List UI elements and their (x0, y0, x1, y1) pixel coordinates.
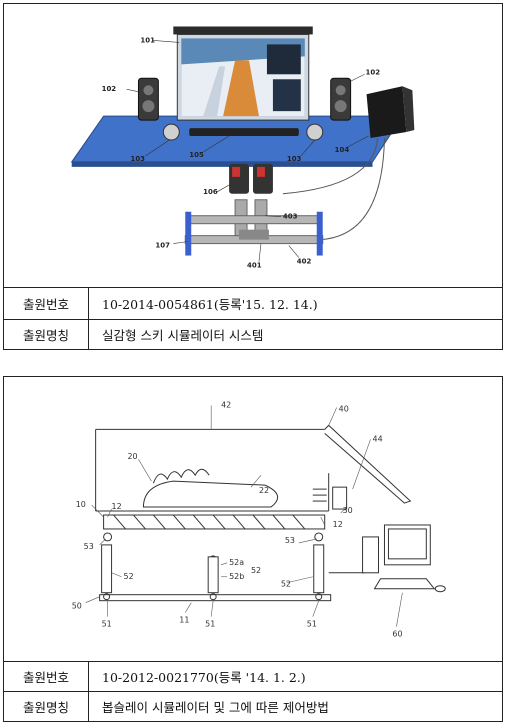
label-51-left: 51 (102, 620, 112, 629)
label-105: 105 (189, 151, 204, 159)
label-103-right: 103 (287, 155, 302, 163)
label-12-left: 12 (112, 502, 122, 511)
label-51-center: 51 (205, 620, 215, 629)
label-22: 22 (259, 486, 269, 495)
label-102-left: 102 (102, 85, 117, 93)
application-title-value: 실감형 스키 시뮬레이터 시스템 (102, 328, 264, 343)
label-42: 42 (221, 400, 231, 409)
label-102-right: 102 (366, 68, 381, 76)
label-40: 40 (339, 404, 349, 413)
label-52b: 52b (229, 572, 244, 581)
label-60: 60 (392, 630, 402, 639)
application-title-label: 출원명칭 (4, 692, 89, 721)
application-title-value: 봅슬레이 시뮬레이터 및 그에 따른 제어방법 (102, 700, 329, 715)
label-52-center: 52 (251, 566, 261, 575)
label-52-left: 52 (124, 572, 134, 581)
patent-card-bobsleigh-simulator: 42 40 44 20 22 10 12 30 12 53 53 52a 52b… (3, 376, 503, 722)
label-44: 44 (373, 434, 383, 443)
bobsleigh-simulator-figure: 42 40 44 20 22 10 12 30 12 53 53 52a 52b… (72, 400, 446, 639)
label-101: 101 (140, 36, 155, 44)
label-53-right: 53 (285, 536, 295, 545)
label-51-right: 51 (307, 620, 317, 629)
ski-simulator-figure: 101 102 102 103 105 103 104 106 403 107 … (70, 26, 415, 270)
label-52a: 52a (229, 558, 244, 567)
label-10: 10 (76, 500, 86, 509)
application-title-label: 출원명칭 (4, 320, 89, 349)
label-106: 106 (203, 188, 218, 196)
label-52-right: 52 (281, 580, 291, 589)
application-number-label: 출원번호 (4, 288, 89, 319)
label-11: 11 (179, 616, 189, 625)
label-20: 20 (128, 452, 138, 461)
application-number-value: 10-2014-0054861(등록'15. 12. 14.) (102, 297, 318, 312)
label-53-left: 53 (84, 542, 94, 551)
patent-card-ski-simulator: 101 102 102 103 105 103 104 106 403 107 … (3, 3, 503, 350)
label-401: 401 (247, 262, 262, 270)
label-30: 30 (343, 506, 353, 515)
label-107: 107 (155, 242, 170, 250)
application-number-label: 출원번호 (4, 662, 89, 691)
application-number-row: 출원번호 10-2012-0021770(등록 '14. 1. 2.) (4, 661, 502, 691)
label-50: 50 (72, 602, 82, 611)
application-number-value: 10-2012-0021770(등록 '14. 1. 2.) (102, 670, 306, 685)
application-number-row: 출원번호 10-2014-0054861(등록'15. 12. 14.) (4, 287, 502, 319)
application-title-row: 출원명칭 봅슬레이 시뮬레이터 및 그에 따른 제어방법 (4, 691, 502, 721)
label-402: 402 (297, 258, 312, 266)
label-103-left: 103 (130, 155, 145, 163)
label-12-right: 12 (333, 520, 343, 529)
label-403: 403 (283, 213, 298, 221)
application-title-row: 출원명칭 실감형 스키 시뮬레이터 시스템 (4, 319, 502, 349)
label-104: 104 (335, 146, 350, 154)
